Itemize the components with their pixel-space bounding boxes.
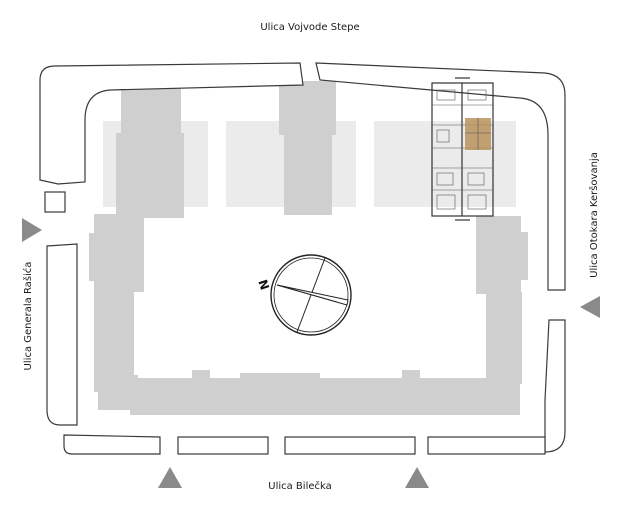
floor-plan-room-3	[436, 129, 450, 143]
floor-plan-room-7	[467, 194, 487, 210]
entrance-arrow-icon	[405, 467, 429, 488]
building-south-bar-nub-1	[192, 370, 210, 380]
buildings	[89, 81, 528, 415]
building-n-tower-body	[284, 133, 332, 215]
floor-plan-room-2	[467, 89, 487, 101]
street-label-north: Ulica Vojvode Stepe	[260, 22, 359, 33]
compass-letter: N	[255, 278, 271, 292]
sidewalk-south-4	[427, 436, 546, 455]
sidewalk-east	[544, 319, 566, 453]
street-label-west: Ulica Generala Rašića	[22, 262, 34, 371]
floor-plan-room-1	[436, 89, 456, 101]
building-west-wing-top	[94, 214, 144, 292]
block-outline	[39, 62, 566, 455]
entrance-arrows	[22, 218, 600, 488]
sidewalk-south-2	[177, 436, 269, 455]
building-south-bar	[130, 378, 520, 415]
building-east-wing-mid	[486, 292, 522, 384]
building-east-wing-notch	[520, 232, 528, 280]
building-east-wing-top	[476, 216, 521, 294]
floor-plan-room-5	[467, 172, 485, 186]
building-south-bar-nub-2	[240, 373, 320, 379]
pale-zone-3	[374, 121, 516, 207]
compass-ring-inner	[273, 257, 349, 333]
entrance-arrow-icon	[158, 467, 182, 488]
street-label-south: Ulica Bilečka	[268, 480, 332, 492]
building-south-bar-nub-3	[402, 370, 420, 380]
floor-plan-room-6	[436, 194, 456, 210]
sidewalk-north-east	[315, 62, 566, 291]
north-compass-icon: N	[255, 254, 352, 336]
sidewalk-north-west	[39, 62, 304, 185]
street-label-east: Ulica Otokara Keršovanja	[588, 152, 600, 278]
sidewalk-south-3	[284, 436, 416, 455]
sidewalk-south-1	[63, 434, 161, 455]
entrance-arrow-icon	[580, 296, 600, 318]
building-n-tower	[279, 81, 336, 135]
building-nw-tower-body	[116, 133, 184, 218]
sidewalk-west	[46, 243, 78, 426]
entrance-arrow-icon	[22, 218, 42, 242]
sidewalk-small-square	[44, 191, 66, 213]
compass-needle-line	[276, 284, 338, 303]
floor-plan-room-4	[436, 172, 454, 186]
floor-plan	[431, 77, 494, 221]
building-nw-tower	[121, 85, 181, 135]
building-west-wing-notch	[89, 233, 101, 281]
